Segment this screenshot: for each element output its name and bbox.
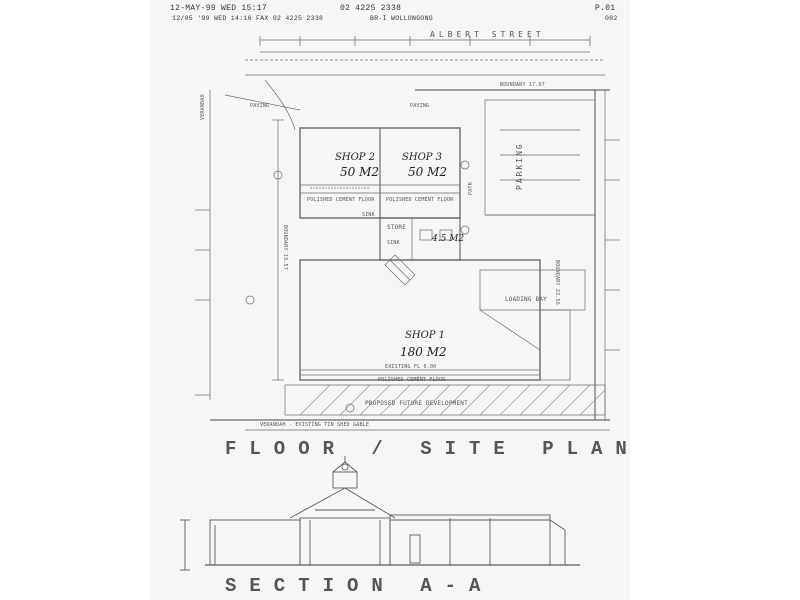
shop1-area: 180 M2 — [400, 345, 447, 359]
polished-floor-label-1: POLISHED CEMENT FLOOR — [307, 197, 375, 203]
shop3-area: 50 M2 — [408, 165, 448, 179]
floor-plan-drawing — [180, 36, 620, 571]
small-area-note: 4.5 M2 — [432, 234, 465, 244]
polished-floor-label-3: POLISHED CEMENT FLOOR — [378, 377, 446, 383]
parking-label: PARKING — [515, 142, 524, 190]
boundary-top-label: BOUNDARY 17.07 — [500, 82, 545, 88]
loading-bay-label: LOADING BAY — [505, 296, 547, 303]
polished-floor-label-2: POLISHED CEMENT FLOOR — [386, 197, 454, 203]
shop2-area: 50 M2 — [340, 165, 380, 179]
sink-label-1: SINK — [362, 212, 375, 218]
verandah-left-label: VERANDAH — [200, 94, 206, 120]
paving-mid-label: PAVING — [410, 103, 430, 109]
section-title: SECTION A-A — [225, 575, 494, 597]
path-label: PATH — [468, 182, 474, 195]
fax-header-line1-left: 12-MAY-99 WED 15:17 — [170, 4, 267, 13]
store-label: STORE — [387, 224, 407, 231]
boundary-right-label: BOUNDARY 22.56 — [554, 260, 560, 305]
boundary-left-label: BOUNDARY 19.57 — [282, 225, 288, 270]
fax-header-line1-right: P.01 — [595, 4, 616, 13]
sink-label-2: SINK — [387, 240, 400, 246]
fax-header-line1-mid: 02 4225 2338 — [340, 4, 402, 13]
fax-header-line2-right: 002 — [605, 15, 618, 22]
shop1-title: SHOP 1 — [405, 330, 446, 341]
street-label: ALBERT STREET — [430, 30, 545, 39]
future-development-label: PROPOSED FUTURE DEVELOPMENT — [365, 400, 468, 407]
verandah-bottom-label: VERANDAH - EXISTING TIN SHED GABLE — [260, 422, 370, 428]
fax-header-line2-left: 12/05 '99 WED 14:16 FAX 02 4225 2338 — [172, 15, 324, 22]
fax-header-line2-mid: BR-I WOLLONGONG — [370, 15, 434, 22]
fax-page: 12-MAY-99 WED 15:17 02 4225 2338 P.01 12… — [150, 0, 630, 600]
existing-fl-label: EXISTING FL 0.00 — [385, 364, 437, 370]
shop3-title: SHOP 3 — [402, 152, 443, 163]
shop2-title: SHOP 2 — [335, 152, 376, 163]
paving-left-label: PAVING — [250, 103, 270, 109]
floor-plan-title: FLOOR / SITE PLAN — [225, 438, 640, 460]
